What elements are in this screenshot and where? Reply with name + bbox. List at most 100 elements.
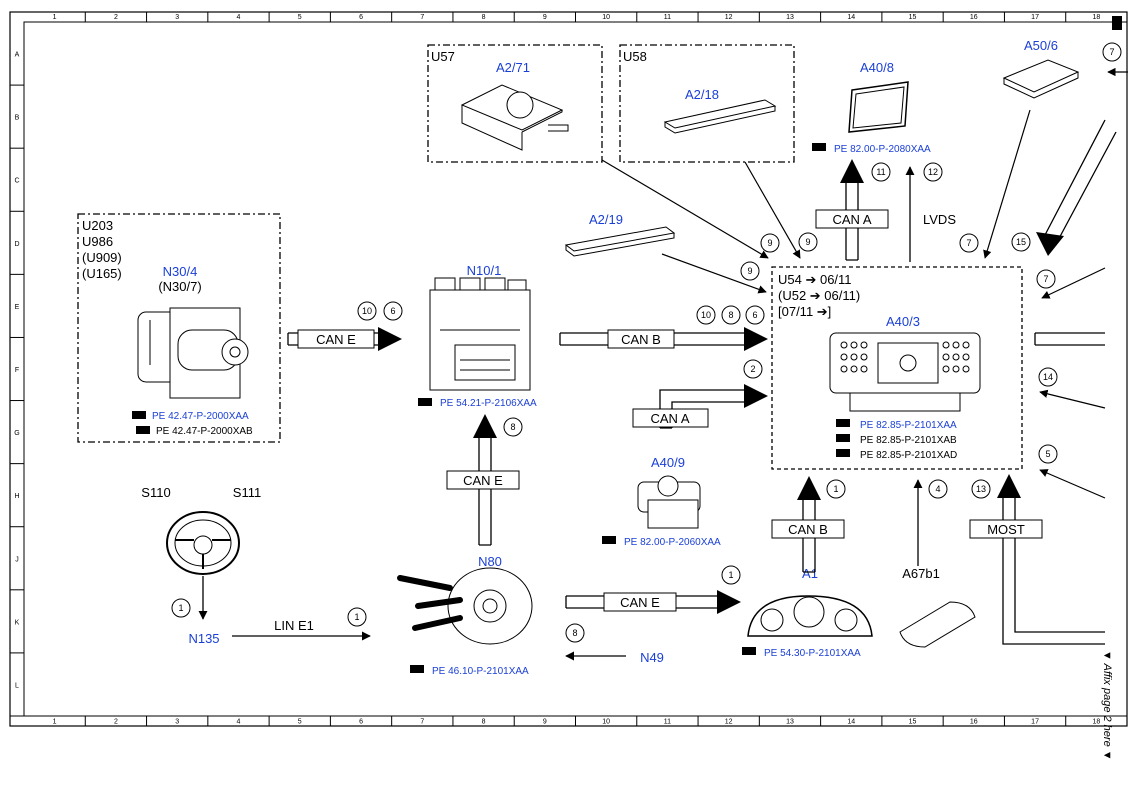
grid-column-label: 5 (298, 719, 302, 726)
n30-4-ref-2[interactable]: PE 42.47-P-2000XAB (156, 426, 253, 437)
marker-circle (1036, 269, 1056, 289)
marker-number: 6 (752, 310, 757, 320)
grid-column-label: 18 (1092, 14, 1100, 21)
u203-line-3: (U909) (82, 250, 122, 265)
marker-number: 2 (750, 364, 755, 374)
grid-row-label: J (15, 556, 19, 563)
marker-circle (923, 162, 943, 182)
grid-column-label: 17 (1031, 719, 1039, 726)
grid-column-label: 11 (664, 719, 671, 726)
a50-6-illustration (1002, 59, 1080, 99)
marker-circle (798, 232, 818, 252)
most-bus (969, 332, 1105, 645)
marker-number: 4 (935, 484, 940, 494)
can-a-bus-label: CAN A (832, 212, 871, 227)
marker-number: 1 (354, 612, 359, 622)
marker-number: 8 (728, 310, 733, 320)
grid-column-label: 8 (482, 14, 486, 21)
can-b-bus-label: CAN B (621, 332, 661, 347)
ref-hand-icon (812, 143, 826, 151)
a1-ref[interactable]: PE 54.30-P-2101XAA (764, 648, 861, 659)
u57-label: U57 (431, 49, 455, 64)
a2-71-label: A2/71 (496, 60, 530, 75)
marker-circle (740, 261, 760, 281)
grid-row-label: H (14, 493, 19, 500)
u57-to-a40-3-line (601, 159, 769, 259)
a2-18-illustration (663, 99, 777, 134)
marker-circle (565, 623, 585, 643)
n30-4-ref-1[interactable]: PE 42.47-P-2000XAA (152, 411, 249, 422)
grid-row-label: K (15, 619, 20, 626)
can-b-bus-label: CAN B (788, 522, 828, 537)
a40-9-illustration (637, 475, 701, 529)
grid-column-label: 1 (53, 719, 57, 726)
can-a-bus-label: CAN A (650, 411, 689, 426)
marker-circle (171, 598, 191, 618)
ref-hand-icon (836, 449, 850, 457)
a40-3-ref-3[interactable]: PE 82.85-P-2101XAD (860, 450, 957, 461)
marker-number: 13 (976, 484, 986, 494)
can-b-bus-n10-1-to-a40-3 (559, 327, 768, 351)
a50-6-label: A50/6 (1024, 38, 1058, 53)
most-bus-label: MOST (987, 522, 1025, 537)
n80-label: N80 (478, 554, 502, 569)
grid-column-label: 9 (543, 719, 547, 726)
n80-ref[interactable]: PE 46.10-P-2101XAA (432, 666, 529, 677)
marker-circle (928, 479, 948, 499)
marker-number: 15 (1016, 237, 1026, 247)
grid-row-label: B (15, 115, 20, 122)
marker-number: 5 (1045, 449, 1050, 459)
grid-column-label: 16 (970, 14, 978, 21)
affix-note: ▼ Affix page 2 here ▼ (1101, 650, 1113, 761)
can-e-bus-label: CAN E (316, 332, 356, 347)
a40-9-ref[interactable]: PE 82.00-P-2060XAA (624, 537, 721, 548)
a40-3-illustration (829, 332, 981, 412)
a40-3-ref-1[interactable]: PE 82.85-P-2101XAA (860, 420, 957, 431)
page2-to-a40-3-line-5 (1039, 469, 1106, 499)
grid-column-label: 14 (847, 14, 855, 21)
grid-column-label: 13 (786, 14, 794, 21)
marker-circle (1102, 42, 1122, 62)
a40-3-note-3: [07/11 ➔] (778, 304, 831, 319)
ref-hand-icon (836, 434, 850, 442)
marker-circle (760, 233, 780, 253)
a40-3-label: A40/3 (886, 314, 920, 329)
grid-column-label: 7 (420, 719, 424, 726)
grid-row-label: A (15, 52, 20, 59)
marker-number: 9 (805, 237, 810, 247)
grid-row-label: L (15, 682, 19, 689)
a40-8-ref[interactable]: PE 82.00-P-2080XAA (834, 144, 931, 155)
marker-number: 1 (833, 484, 838, 494)
grid-row-label: E (15, 304, 20, 311)
a40-3-group-box (771, 266, 1023, 470)
marker-number: 6 (390, 306, 395, 316)
a40-9-label: A40/9 (651, 455, 685, 470)
n80-illustration (397, 567, 533, 645)
grid-column-label: 10 (602, 14, 610, 21)
marker-circle (826, 479, 846, 499)
a40-3-ref-2[interactable]: PE 82.85-P-2101XAB (860, 435, 957, 446)
grid-column-label: 2 (114, 719, 118, 726)
u203-line-1: U203 (82, 218, 113, 233)
grid-column-label: 3 (175, 719, 179, 726)
s111-label: S111 (233, 485, 261, 500)
marker-circle (721, 305, 741, 325)
marker-circle (383, 301, 403, 321)
marker-circle (971, 479, 991, 499)
grid-column-label: 2 (114, 14, 118, 21)
page2-to-a40-3-line-7 (1041, 267, 1106, 299)
marker-number: 1 (178, 603, 183, 613)
grid-column-label: 12 (725, 719, 733, 726)
marker-number: 8 (510, 422, 515, 432)
can-a-bus-to-a40-3 (632, 384, 768, 429)
n10-1-label: N10/1 (467, 263, 502, 278)
a2-19-to-a40-3-line (661, 253, 767, 294)
a50-6-to-a40-3-line (983, 109, 1031, 259)
u58-to-a40-3-line (744, 161, 801, 259)
grid-column-label: 6 (359, 14, 363, 21)
grid-column-label: 10 (602, 719, 610, 726)
a40-3-note-1: U54 ➔ 06/11 (778, 272, 852, 287)
n10-1-ref[interactable]: PE 54.21-P-2106XAA (440, 398, 537, 409)
u203-group-box (77, 213, 281, 443)
